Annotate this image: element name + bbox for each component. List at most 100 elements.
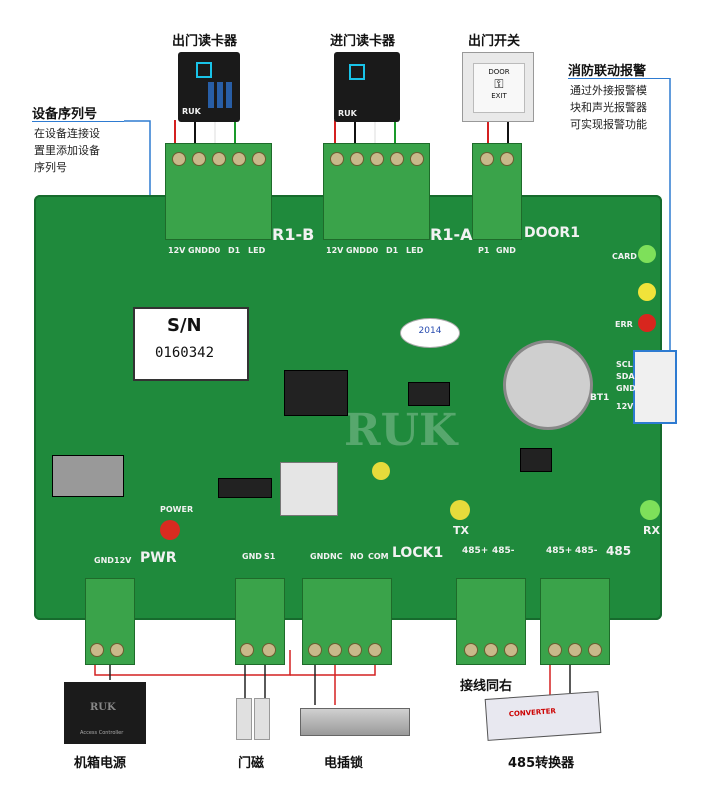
exit-card-reader: RUK [178, 52, 240, 122]
terminal-screw [390, 152, 404, 166]
terminal-screw [548, 643, 562, 657]
lock-led [372, 462, 390, 480]
keypad-icon [208, 82, 234, 108]
terminal-screw [500, 152, 514, 166]
terminal-screw [252, 152, 266, 166]
sc-pin: SDA [616, 372, 635, 381]
chassis-power-box: RUK Access Controller [64, 682, 146, 744]
power-box-brand: RUK [90, 702, 116, 713]
rs485-chip [520, 448, 552, 472]
date-sticker: 2014 [400, 318, 460, 348]
err-led [638, 314, 656, 332]
status-led [638, 283, 656, 301]
sn-value: 0160342 [155, 345, 215, 361]
fire-alarm-desc-line: 可实现报警功能 [570, 118, 647, 131]
wiring-same-right-label: 接线同右 [460, 679, 513, 694]
pin-label: 485- [575, 546, 598, 556]
door1-label: DOOR1 [524, 225, 580, 241]
pin-label: 12V [114, 556, 132, 565]
pin-label: NO [350, 552, 364, 561]
terminal-screw [232, 152, 246, 166]
bt1-label: BT1 [590, 393, 610, 403]
sc-pin: GND [616, 384, 636, 393]
terminal-screw [308, 643, 322, 657]
err-label: ERR [615, 320, 633, 329]
device-serial-desc-line: 置里添加设备 [34, 144, 100, 157]
pin-label: GND [242, 552, 262, 561]
door-sensor-device [236, 698, 252, 740]
terminal-screw [370, 152, 384, 166]
exit-button-plate: DOOR ⚿ EXIT [473, 63, 525, 113]
pin-label: 485- [492, 546, 515, 556]
pin-label: D1 [228, 246, 241, 255]
exit-button-device: DOOR ⚿ EXIT [462, 52, 534, 122]
power-label: POWER [160, 505, 194, 514]
pin-label: D0 [208, 246, 221, 255]
rx-led [640, 500, 660, 520]
sc-pin: 12V [616, 402, 634, 411]
pin-label: 12V [168, 246, 186, 255]
reader-led [196, 62, 212, 78]
driver-chip [218, 478, 272, 498]
terminal-screw [568, 643, 582, 657]
terminal-screw [172, 152, 186, 166]
terminal-screw [192, 152, 206, 166]
fire-alarm-desc: 通过外接报警模 块和声光报警器 可实现报警功能 [570, 82, 647, 133]
pin-label: 12V [326, 246, 344, 255]
serial-number-sticker: S/N 0160342 [133, 307, 249, 381]
terminal-screw [110, 643, 124, 657]
terminal-screw [410, 152, 424, 166]
terminal-screw [350, 152, 364, 166]
device-serial-desc-line: 序列号 [34, 161, 67, 174]
device-serial-label: 设备序列号 [32, 107, 98, 122]
reader-brand: RUK [182, 107, 201, 116]
r1a-label: R1-A [430, 225, 473, 244]
pin-label: NC [330, 552, 343, 561]
card-led [638, 245, 656, 263]
terminal-screw [330, 152, 344, 166]
date-year: 2014 [418, 326, 442, 336]
fire-alarm-underline [568, 78, 670, 79]
key-icon: ⚿ [494, 77, 504, 91]
power-box-sub: Access Controller [80, 730, 124, 736]
pin-label: GND [94, 556, 114, 565]
exit-reader-label: 出门读卡器 [172, 34, 238, 49]
device-serial-underline [32, 121, 124, 122]
relay [280, 462, 338, 516]
converter-485-label: 485转换器 [508, 756, 575, 771]
fire-alarm-desc-line: 通过外接报警模 [570, 84, 647, 97]
terminal-screw [348, 643, 362, 657]
pin-label: P1 [478, 246, 490, 255]
reader-led [349, 64, 365, 80]
door-sensor-label: 门磁 [238, 756, 265, 771]
terminal-screw [464, 643, 478, 657]
terminal-screw [240, 643, 254, 657]
terminal-screw [262, 643, 276, 657]
pin-label: 485+ [546, 546, 573, 556]
board-watermark: RUK [344, 405, 458, 456]
device-serial-desc-line: 在设备连接设 [34, 127, 100, 140]
lock1-label: LOCK1 [392, 545, 444, 561]
exit-button-line2: EXIT [491, 92, 507, 100]
terminal-screw [368, 643, 382, 657]
fire-alarm-label: 消防联动报警 [568, 64, 647, 79]
fire-alarm-desc-line: 块和声光报警器 [570, 101, 647, 114]
alarm-connector [633, 350, 677, 424]
sc-pin: SCL [616, 360, 633, 369]
tx-label: TX [453, 524, 469, 537]
rs485-label: 485 [606, 544, 632, 558]
coin-battery [503, 340, 593, 430]
rs485-converter-device: CONVERTER [484, 691, 602, 741]
entry-reader-label: 进门读卡器 [330, 34, 396, 49]
entry-card-reader: RUK [334, 52, 400, 122]
pin-label: LED [406, 246, 424, 255]
pin-label: GND [310, 552, 330, 561]
terminal-screw [328, 643, 342, 657]
pin-label: GND [346, 246, 366, 255]
exit-switch-label: 出门开关 [468, 34, 521, 49]
pin-label: D1 [386, 246, 399, 255]
pwr-label: PWR [140, 550, 177, 566]
power-led [160, 520, 180, 540]
pin-label: GND [496, 246, 516, 255]
mcu-chip [284, 370, 348, 416]
